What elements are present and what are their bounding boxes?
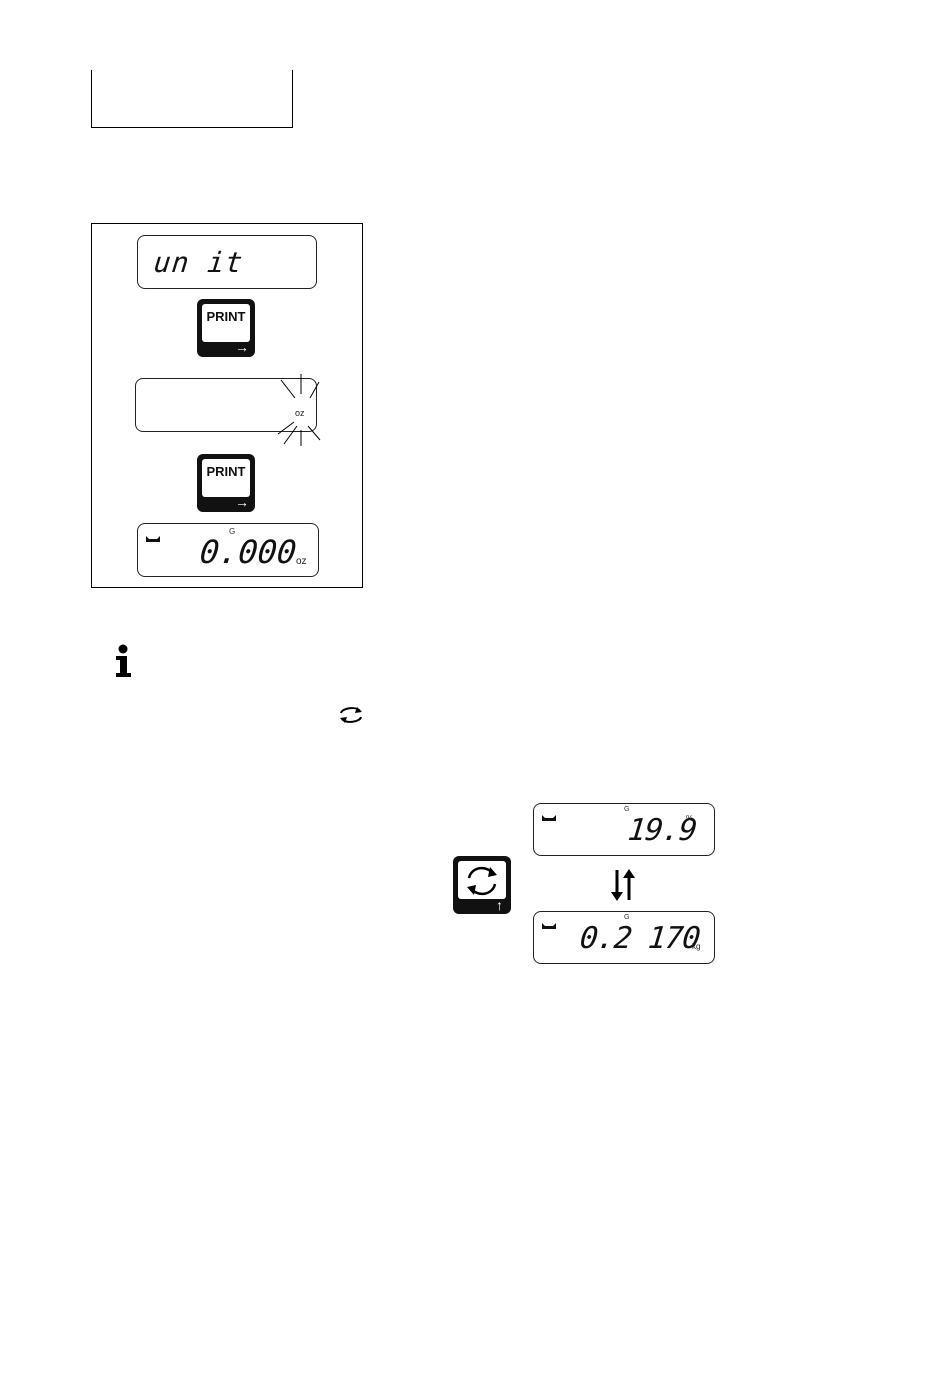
lcd-value: 0.2 170 (578, 921, 701, 956)
lcd-display-kg: G 0.2 170 kg (533, 911, 715, 964)
info-icon (112, 644, 134, 678)
header-frame (91, 70, 293, 128)
toggle-key-icon[interactable]: ↑ (453, 856, 511, 914)
lcd-unit: kg (692, 942, 700, 951)
toggle-icon (338, 705, 364, 725)
print-key-icon[interactable]: PRINT → (197, 454, 255, 512)
lcd-display-weight-oz: G 0.000 oz (137, 523, 319, 577)
lcd-indicator: G (624, 806, 629, 813)
arrow-right-icon: → (235, 495, 249, 509)
lcd-unit: oz (296, 556, 307, 567)
stability-indicator-icon (542, 923, 556, 929)
lcd-display-unit: un it (137, 235, 317, 289)
lcd-display-percent: G 19.9 % (533, 803, 715, 856)
refresh-icon (463, 864, 501, 898)
lcd-text: un it (152, 246, 245, 279)
arrow-right-icon: → (235, 340, 249, 354)
print-key-label: PRINT (197, 309, 255, 324)
stability-indicator-icon (146, 536, 160, 542)
print-key-label: PRINT (197, 464, 255, 479)
lcd-unit: % (686, 814, 693, 823)
procedure-panel: un it PRINT → oz PRINT → G 0.000 oz (91, 223, 363, 588)
blink-rays-icon (272, 372, 332, 448)
stability-indicator-icon (542, 815, 556, 821)
arrow-up-icon: ↑ (496, 898, 503, 912)
up-down-arrows-icon (608, 868, 638, 902)
lcd-value: 0.000 (198, 533, 298, 571)
lcd-indicator: G (624, 914, 629, 921)
print-key-icon[interactable]: PRINT → (197, 299, 255, 357)
